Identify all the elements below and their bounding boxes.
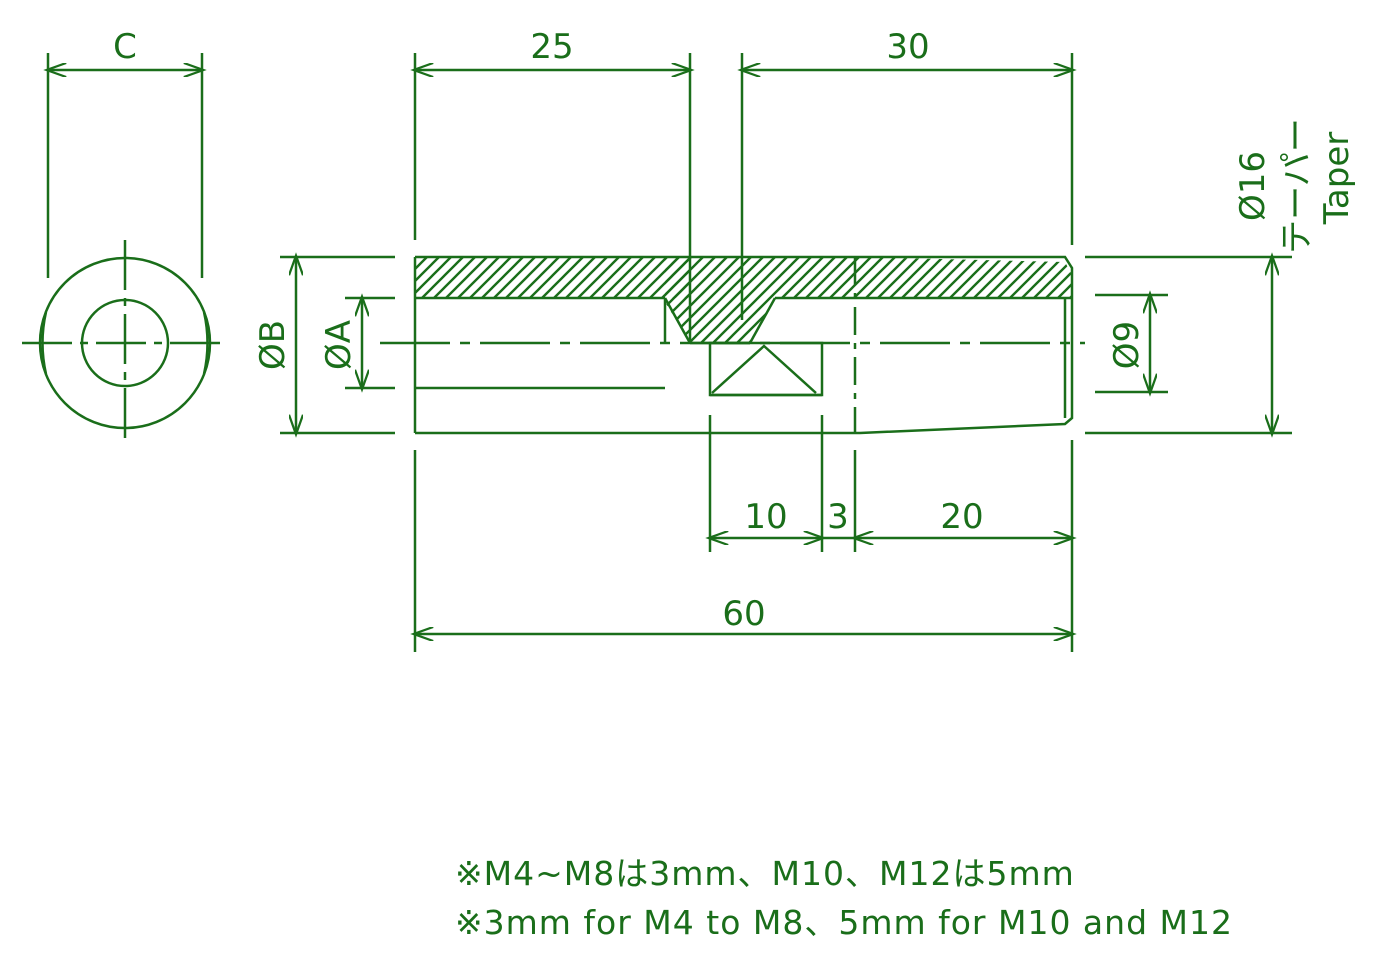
- label-diameter-b: ØB: [253, 320, 293, 370]
- hatch-left-wall: [415, 257, 690, 298]
- label-3: 3: [827, 497, 849, 537]
- bore-chamfer: [663, 297, 692, 344]
- label-30: 30: [886, 27, 929, 67]
- cone-point: [711, 344, 817, 394]
- label-c: C: [113, 27, 137, 67]
- label-diameter-9: Ø9: [1107, 321, 1147, 369]
- labels: C 25 30 ØB ØA Ø9 Ø16 テーパー Taper 10 3 20 …: [113, 27, 1357, 942]
- body-outline: [415, 255, 1074, 435]
- label-taper-en: Taper: [1317, 132, 1357, 225]
- label-diameter-a: ØA: [319, 320, 359, 370]
- label-60: 60: [722, 594, 765, 634]
- cone-cavity: [708, 341, 824, 397]
- hatch-center-web: [665, 257, 855, 343]
- label-25: 25: [530, 27, 573, 67]
- note-japanese: ※M4~M8は3mm、M10、M12は5mm: [455, 854, 1075, 893]
- thread-chamfer: [748, 297, 777, 344]
- hatch-right-wall: [855, 257, 1072, 298]
- side-view: [22, 53, 228, 446]
- dimensions: [280, 53, 1292, 652]
- front-view: [380, 53, 1085, 435]
- label-20: 20: [940, 497, 983, 537]
- label-10: 10: [744, 497, 787, 537]
- label-taper-jp: テーパー: [1277, 118, 1317, 254]
- label-diameter-16: Ø16: [1233, 151, 1273, 221]
- note-english: ※3mm for M4 to M8、5mm for M10 and M12: [455, 903, 1233, 942]
